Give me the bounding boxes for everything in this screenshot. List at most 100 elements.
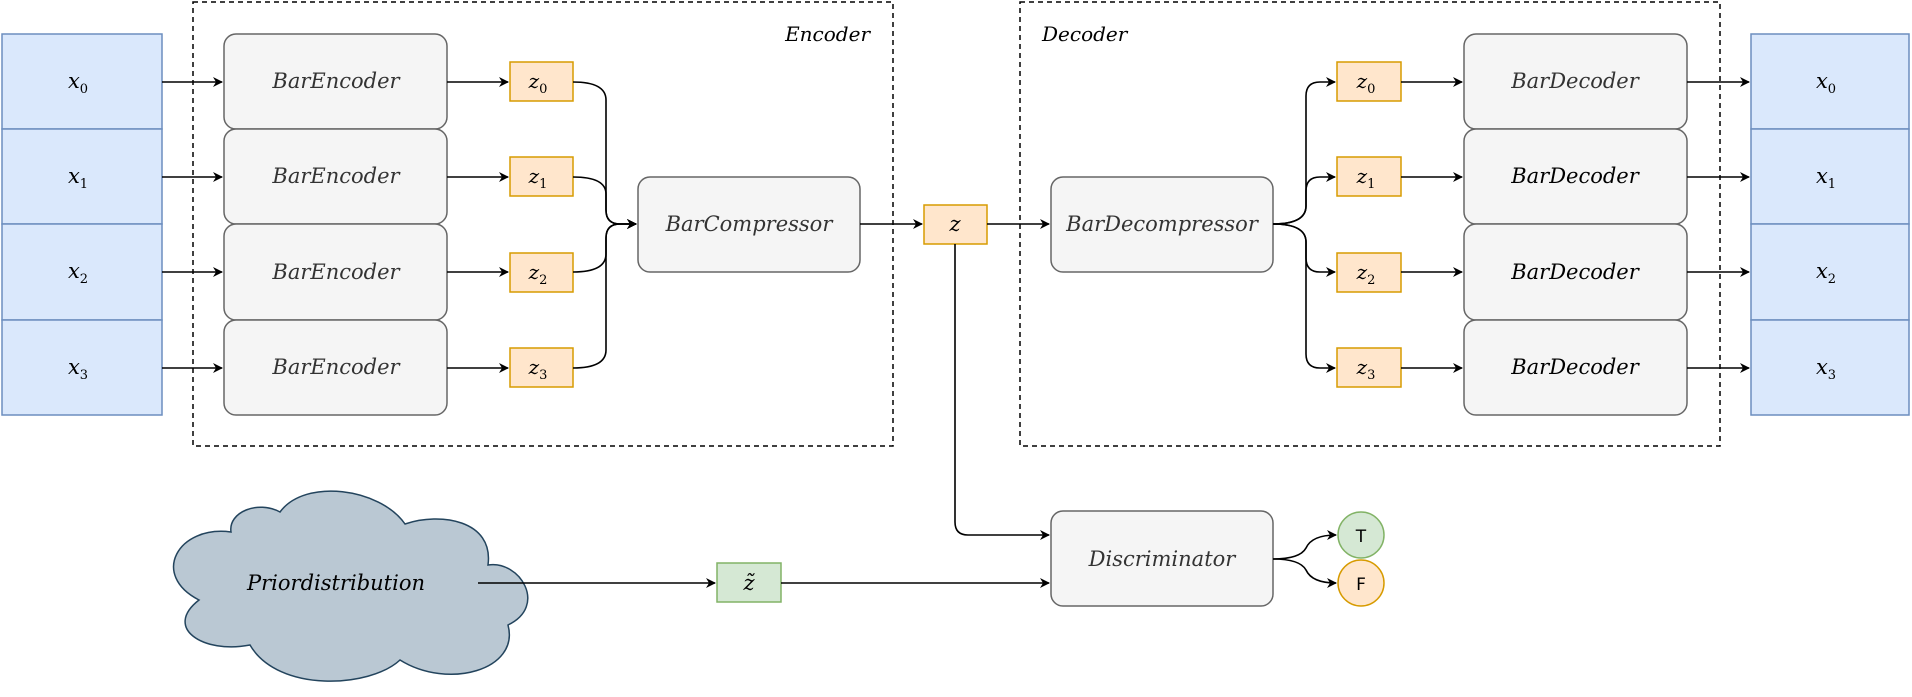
- svg-text:x2: x2: [1816, 259, 1836, 287]
- input-label: x: [68, 164, 80, 188]
- false-outcome-label: F: [1356, 575, 1366, 595]
- latent-label: z: [528, 355, 540, 379]
- decoder-blocks: BarDecoder BarDecoder BarDecoder BarDeco…: [1463, 33, 1688, 416]
- output-label: x: [1816, 164, 1828, 188]
- input-cell-3: [1, 319, 163, 416]
- latent-label: z: [1356, 355, 1368, 379]
- svg-text:x3: x3: [68, 355, 88, 383]
- bar-decoder-label: BarDecoder: [1510, 355, 1641, 379]
- prior-sample-box: [716, 562, 782, 603]
- output-cell-2: [1750, 223, 1910, 321]
- arrow-decompressor-to-latent: [1272, 77, 1336, 225]
- arrow-latent-to-compressor: [572, 176, 637, 229]
- bar-compressor-label: BarCompressor: [665, 212, 835, 236]
- arrow-latent-to-compressor: [572, 81, 637, 229]
- latent-subscript: 1: [1367, 177, 1375, 192]
- bar-encoder-label: BarEncoder: [271, 355, 401, 379]
- arrow-decompressor-to-latent: [1272, 223, 1336, 277]
- connectors: [162, 77, 1750, 588]
- encoder-latents: z0 z1 z2 z3: [509, 61, 574, 388]
- svg-text:x3: x3: [1816, 355, 1836, 383]
- bar-encoder-label: BarEncoder: [271, 164, 401, 188]
- output-label: x: [1816, 259, 1828, 283]
- svg-text:z1: z1: [1356, 164, 1376, 192]
- input-cell-1: [1, 128, 163, 225]
- prior-sample-label: z̃: [742, 571, 755, 595]
- latent-label: z: [528, 260, 540, 284]
- input-subscript: 1: [80, 177, 88, 192]
- latent-subscript: 3: [539, 368, 547, 383]
- output-label: x: [1816, 355, 1828, 379]
- bar-decoder-label: BarDecoder: [1510, 164, 1641, 188]
- svg-text:x2: x2: [68, 259, 88, 287]
- output-cell-3: [1750, 319, 1910, 416]
- false-outcome-node: [1337, 559, 1385, 607]
- input-label: x: [68, 69, 80, 93]
- latent-label: z: [528, 69, 540, 93]
- svg-text:z3: z3: [1356, 355, 1376, 383]
- svg-text:x1: x1: [1816, 164, 1836, 192]
- input-cell-0: [1, 33, 163, 130]
- latent-box-enc-0: [509, 61, 574, 102]
- svg-text:x0: x0: [68, 69, 88, 97]
- arrow-discriminator-to-true: [1272, 530, 1337, 560]
- output-subscript: 0: [1828, 82, 1836, 97]
- latent-label: z: [1356, 260, 1368, 284]
- latent-box-enc-1: [509, 156, 574, 197]
- true-outcome-label: T: [1355, 527, 1367, 547]
- latent-label: z: [1356, 69, 1368, 93]
- bar-encoder-label: BarEncoder: [271, 260, 401, 284]
- latent-label: z: [1356, 164, 1368, 188]
- svg-text:z0: z0: [1356, 69, 1376, 97]
- latent-subscript: 2: [539, 273, 547, 288]
- decoder-latents: z0 z1 z2 z3: [1336, 61, 1402, 388]
- latent-subscript: 1: [539, 177, 547, 192]
- true-outcome-node: [1337, 511, 1385, 559]
- encoder-label: Encoder: [784, 22, 871, 46]
- latent-box-dec-2: [1336, 252, 1402, 293]
- output-cell-1: [1750, 128, 1910, 225]
- arrow-z-to-discriminator: [954, 244, 1050, 540]
- latent-subscript: 0: [539, 82, 547, 97]
- input-cell-2: [1, 223, 163, 321]
- latent-subscript: 3: [1367, 368, 1375, 383]
- input-subscript: 3: [80, 368, 88, 383]
- discriminator-label: Discriminator: [1088, 547, 1238, 571]
- latent-subscript: 0: [1367, 82, 1375, 97]
- latent-label: z: [528, 164, 540, 188]
- bar-decoder-label: BarDecoder: [1510, 260, 1641, 284]
- input-column: x0 x1 x2 x3: [1, 33, 163, 416]
- decoder-label: Decoder: [1041, 22, 1129, 46]
- svg-text:z3: z3: [528, 355, 548, 383]
- svg-text:z2: z2: [528, 260, 548, 288]
- output-column: x0 x1 x2 x3: [1750, 33, 1910, 416]
- svg-text:z2: z2: [1356, 260, 1376, 288]
- encoder-blocks: BarEncoder BarEncoder BarEncoder BarEnco…: [223, 33, 448, 416]
- svg-text:x0: x0: [1816, 69, 1836, 97]
- arrow-latent-to-compressor: [572, 219, 637, 273]
- prior-distribution-cloud: [172, 490, 529, 682]
- latent-z-label: z: [948, 212, 961, 236]
- prior-distribution-label: Priordistribution: [246, 571, 425, 595]
- output-cell-0: [1750, 33, 1910, 130]
- output-subscript: 3: [1828, 368, 1836, 383]
- latent-subscript: 2: [1367, 273, 1375, 288]
- svg-text:z1: z1: [528, 164, 548, 192]
- output-label: x: [1816, 69, 1828, 93]
- input-subscript: 0: [80, 82, 88, 97]
- output-subscript: 2: [1828, 272, 1836, 287]
- bar-encoder-label: BarEncoder: [271, 69, 401, 93]
- output-subscript: 1: [1828, 177, 1836, 192]
- arrow-latent-to-compressor: [572, 219, 637, 369]
- svg-text:z0: z0: [528, 69, 548, 97]
- latent-box-enc-3: [509, 347, 574, 388]
- bar-decoder-label: BarDecoder: [1510, 69, 1641, 93]
- arrow-discriminator-to-false: [1272, 558, 1337, 588]
- arrow-decompressor-to-latent: [1272, 223, 1336, 373]
- latent-box-dec-0: [1336, 61, 1402, 102]
- input-label: x: [68, 355, 80, 379]
- input-label: x: [68, 259, 80, 283]
- latent-box-dec-1: [1336, 156, 1402, 197]
- input-subscript: 2: [80, 272, 88, 287]
